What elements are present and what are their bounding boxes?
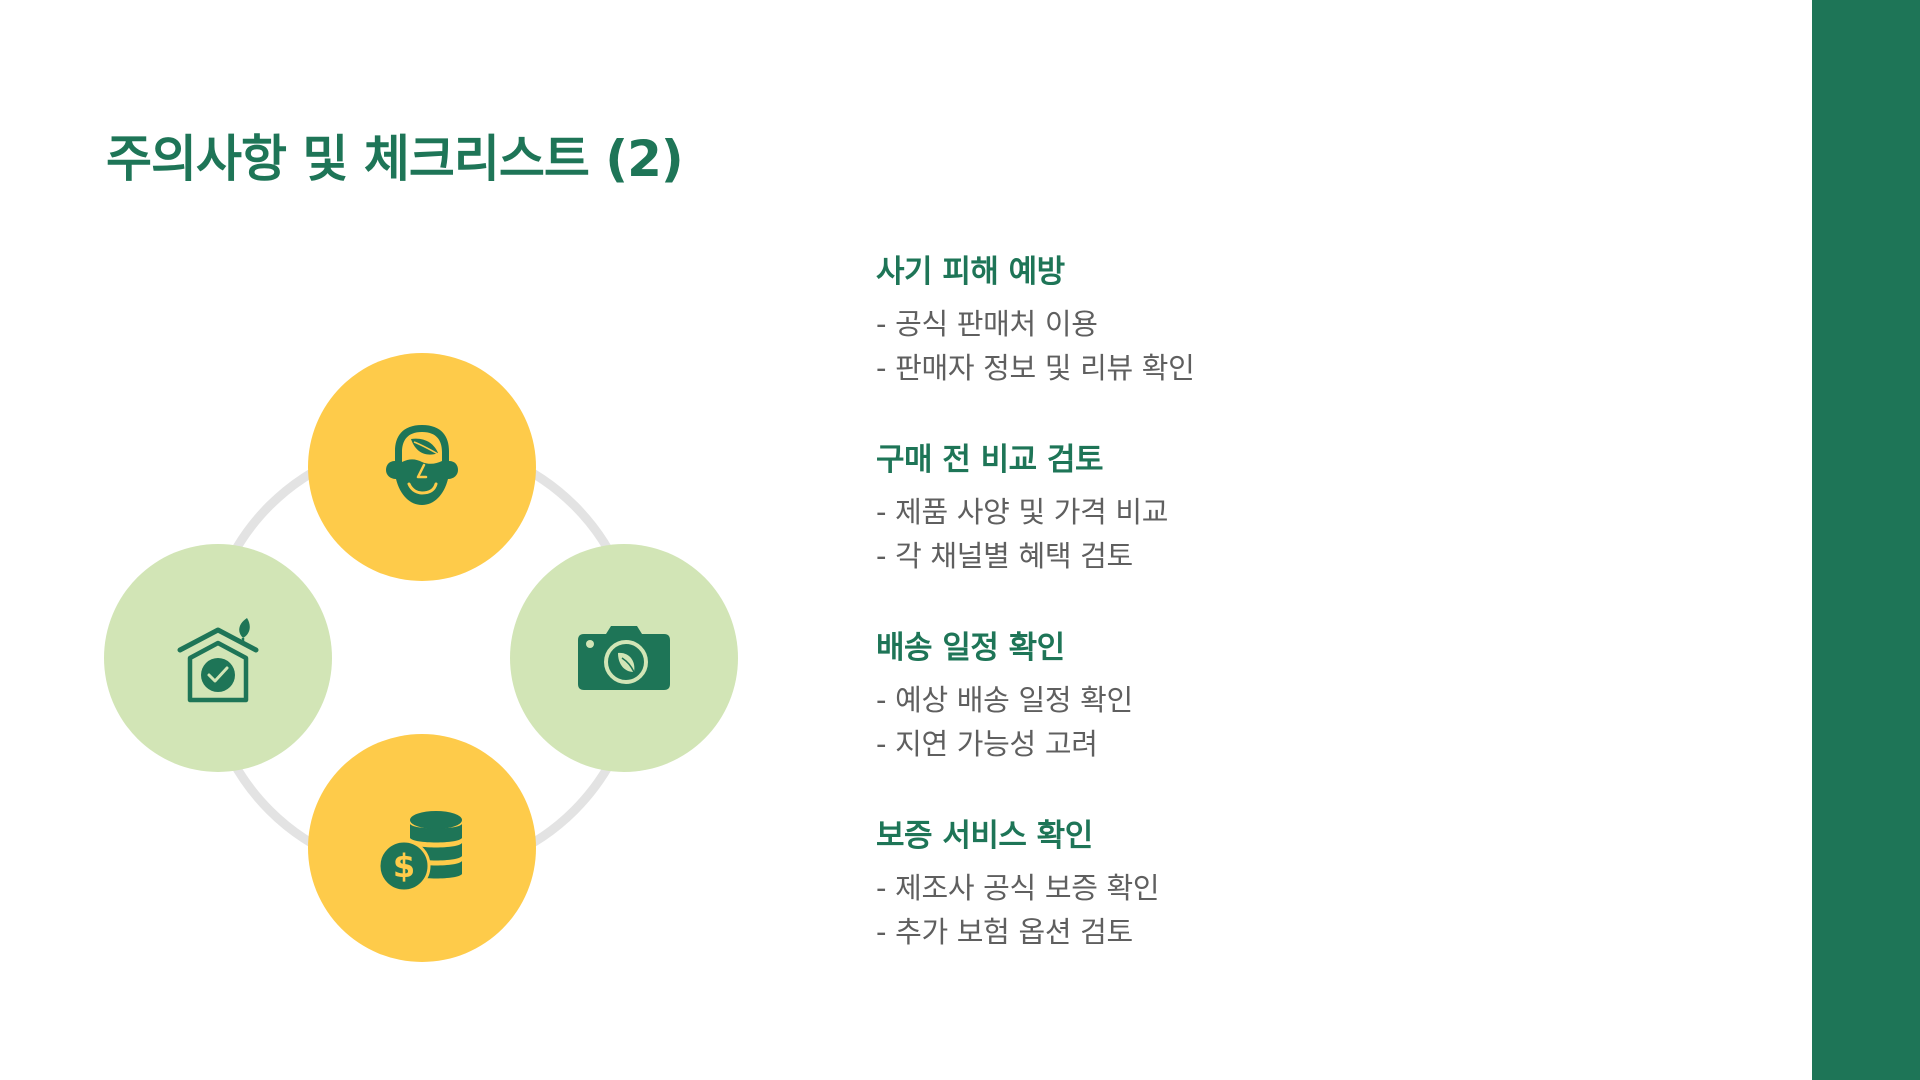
bullet-item: - 지연 가능성 고려	[876, 727, 1098, 761]
section-heading: 보증 서비스 확인	[876, 818, 1093, 854]
bullet-item: - 제품 사양 및 가격 비교	[876, 495, 1169, 529]
checklist-sections: 사기 피해 예방 - 공식 판매처 이용 - 판매자 정보 및 리뷰 확인 구매…	[876, 250, 1776, 1002]
svg-text:$: $	[393, 847, 415, 885]
node-bottom: $	[308, 734, 536, 962]
cycle-diagram: $	[0, 0, 800, 1080]
bullet-item: - 공식 판매처 이용	[876, 307, 1098, 341]
section-heading: 사기 피해 예방	[876, 254, 1065, 290]
bullet-item: - 예상 배송 일정 확인	[876, 683, 1133, 717]
slide-title: 주의사항 및 체크리스트 (2)	[106, 130, 684, 188]
section-delivery-schedule: 배송 일정 확인 - 예상 배송 일정 확인 - 지연 가능성 고려	[876, 626, 1776, 814]
node-top	[308, 353, 536, 581]
bullet-item: - 판매자 정보 및 리뷰 확인	[876, 351, 1195, 385]
camera-leaf-icon	[578, 626, 670, 690]
house-check-icon	[177, 618, 259, 703]
section-compare-before-purchase: 구매 전 비교 검토 - 제품 사양 및 가격 비교 - 각 채널별 혜택 검토	[876, 438, 1776, 626]
node-right	[510, 544, 738, 772]
section-warranty-service: 보증 서비스 확인 - 제조사 공식 보증 확인 - 추가 보험 옵션 검토	[876, 814, 1776, 1002]
node-left	[104, 544, 332, 772]
bullet-item: - 각 채널별 혜택 검토	[876, 539, 1133, 573]
coins-dollar-icon: $	[377, 811, 462, 893]
bullet-item: - 제조사 공식 보증 확인	[876, 871, 1160, 905]
side-accent-bar	[1812, 0, 1920, 1080]
section-heading: 구매 전 비교 검토	[876, 442, 1104, 478]
head-leaf-icon	[386, 425, 458, 505]
bullet-item: - 추가 보험 옵션 검토	[876, 915, 1133, 949]
section-fraud-prevention: 사기 피해 예방 - 공식 판매처 이용 - 판매자 정보 및 리뷰 확인	[876, 250, 1776, 438]
section-heading: 배송 일정 확인	[876, 630, 1065, 666]
